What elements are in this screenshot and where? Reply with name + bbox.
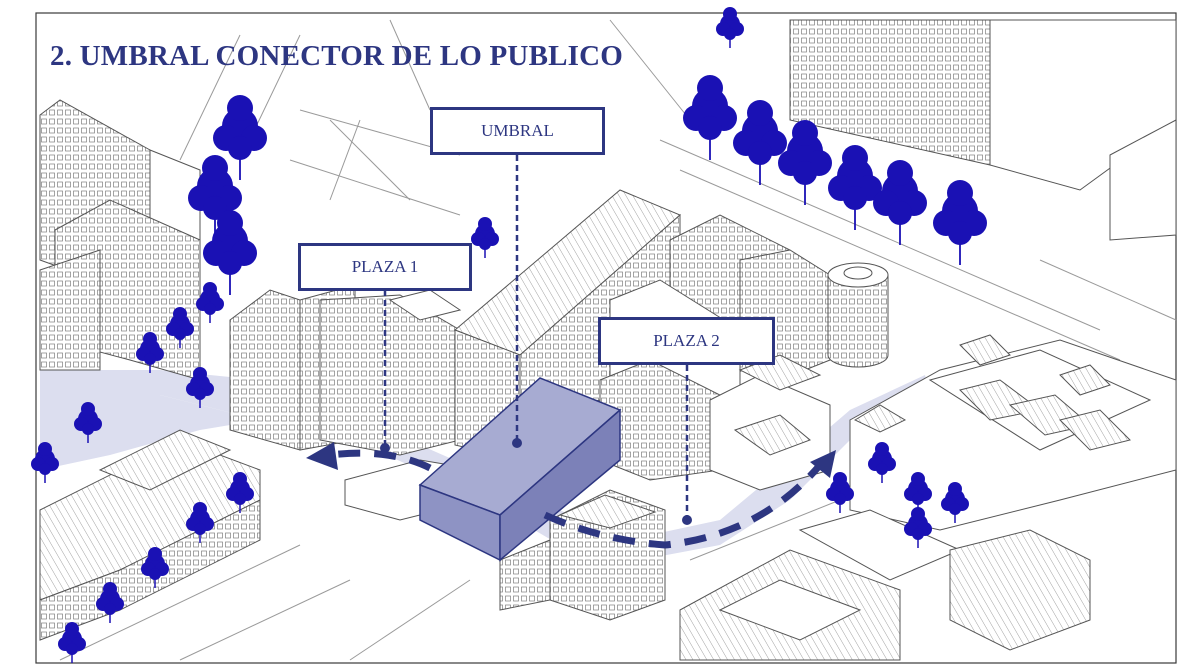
label-plaza-2: PLAZA 2 bbox=[598, 317, 775, 365]
label-plaza-1: PLAZA 1 bbox=[298, 243, 472, 291]
street-lines bbox=[40, 20, 1176, 660]
arrowheads bbox=[306, 442, 836, 478]
page-title: 2. UMBRAL CONECTOR DE LO PUBLICO bbox=[50, 40, 624, 72]
leader-lines bbox=[385, 155, 687, 518]
leader-dots bbox=[380, 438, 692, 525]
block-left bbox=[40, 100, 200, 380]
block-station bbox=[850, 335, 1176, 530]
round-tower bbox=[828, 263, 888, 367]
block-plaza1 bbox=[230, 285, 460, 455]
flow-arrow-icon bbox=[330, 453, 820, 545]
block-bottom-centre bbox=[500, 490, 665, 620]
label-umbral: UMBRAL bbox=[430, 107, 605, 155]
block-top-right bbox=[790, 20, 1176, 240]
block-bottom-right bbox=[680, 510, 1090, 660]
